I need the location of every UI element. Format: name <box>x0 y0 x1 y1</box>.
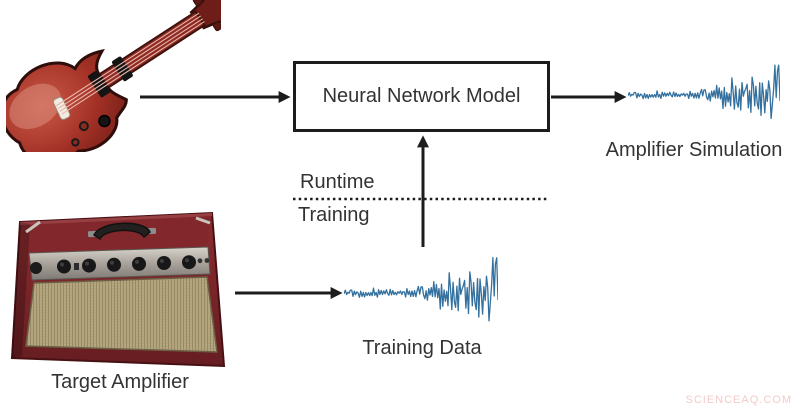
target-amplifier-label: Target Amplifier <box>51 371 189 393</box>
amplifier-simulation-label: Amplifier Simulation <box>605 139 783 161</box>
training-label: Training <box>298 204 370 226</box>
electric-guitar-icon <box>6 0 221 152</box>
amplifier-simulation-waveform-icon <box>628 64 780 120</box>
training-data-waveform-icon <box>344 257 498 322</box>
training-data-label: Training Data <box>362 337 482 359</box>
neural-network-model-box: Neural Network Model <box>293 61 550 132</box>
runtime-label: Runtime <box>300 171 375 193</box>
target-amplifier-image <box>10 211 226 368</box>
neural-network-model-label: Neural Network Model <box>322 85 521 107</box>
watermark: SCIENCEAQ.COM <box>685 394 792 406</box>
